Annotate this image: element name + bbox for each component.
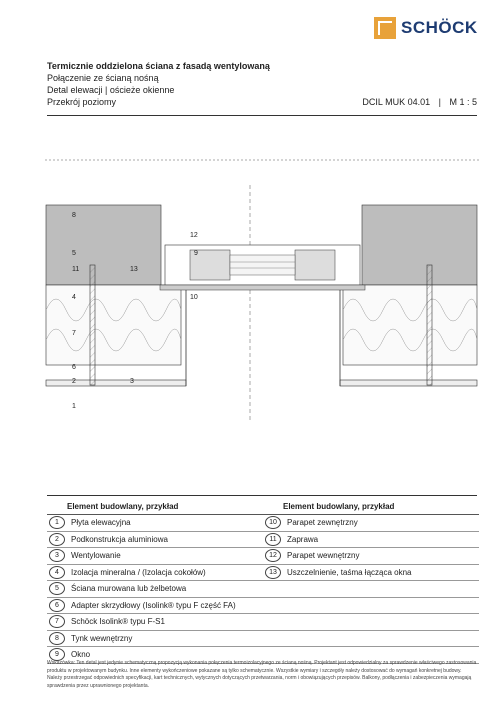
legend-row [263, 647, 479, 664]
legend-number: 6 [49, 598, 65, 612]
legend-label: Tynk wewnętrzny [71, 633, 133, 643]
insulation-right [342, 284, 478, 366]
legend-number: 8 [49, 631, 65, 645]
callout-5: 5 [72, 250, 76, 257]
legend-number: 2 [49, 532, 65, 546]
wall-right [361, 204, 478, 286]
subtitle-detail: Detal elewacji | ościeże okienne [47, 85, 175, 95]
callout-3: 3 [130, 378, 134, 385]
callout-12: 12 [190, 232, 198, 239]
page-title: Termicznie oddzielona ściana z fasadą we… [47, 61, 270, 71]
scale-text: M 1 : 5 [449, 97, 477, 107]
legend-number: 5 [49, 582, 65, 596]
subtitle-connection: Połączenie ze ścianą nośną [47, 73, 159, 83]
legend-row: 13 Uszczelnienie, taśma łącząca okna [263, 565, 479, 581]
legend-row: 4 Izolacja mineralna / (Izolacja cokołów) [47, 565, 263, 581]
legend-right-header: Element budowlany, przykład [263, 500, 479, 515]
callout-4: 4 [72, 294, 76, 301]
legend-label: Parapet zewnętrzny [287, 518, 358, 528]
callout-13: 13 [130, 266, 138, 273]
legend-number: 9 [49, 648, 65, 662]
legend-number: 13 [265, 565, 281, 579]
legend-right: Element budowlany, przykład 10 Parapet ze… [263, 500, 479, 664]
legend-number: 4 [49, 565, 65, 579]
legend-row: 7 Schöck Isolink® typu F-S1 [47, 614, 263, 631]
callout-8: 8 [72, 212, 76, 219]
logo-icon [374, 17, 396, 39]
legend-row: 6 Adapter skrzydłowy (Isolink® typu F czę… [47, 598, 263, 614]
legend-label: Parapet wewnętrzny [287, 551, 360, 561]
anchor-left [89, 264, 96, 386]
legend-row: 3 Wentylowanie [47, 548, 263, 565]
legend-label: Schöck Isolink® typu F-S1 [71, 617, 165, 627]
outer-sill [159, 284, 366, 291]
callout-1: 1 [72, 403, 76, 410]
code-separator: | [438, 97, 441, 107]
brand-logo: SCHÖCK [374, 17, 478, 39]
legend-label: Płyta elewacyjna [71, 518, 131, 528]
legend-label: Uszczelnienie, taśma łącząca okna [287, 567, 412, 577]
insulation-left [45, 284, 182, 366]
legend-label: Adapter skrzydłowy (Isolink® typu F częś… [71, 600, 236, 610]
legend-number: 10 [265, 516, 281, 530]
legend-number: 1 [49, 516, 65, 530]
legend-row: 10 Parapet zewnętrzny [263, 515, 479, 532]
legend-label: Podkonstrukcja aluminiowa [71, 534, 168, 544]
legend-label: Wentylowanie [71, 551, 121, 561]
legend-label: Izolacja mineralna / (Izolacja cokołów) [71, 567, 206, 577]
callout-10: 10 [190, 294, 198, 301]
drawing-code: DCIL MUK 04.01 | M 1 : 5 [356, 96, 477, 108]
legend-label: Ściana murowana lub żelbetowa [71, 584, 187, 594]
legend-label: Okno [71, 650, 91, 660]
legend-row: 12 Parapet wewnętrzny [263, 548, 479, 565]
subtitle-section: Przekrój poziomy [47, 97, 117, 107]
technical-drawing [45, 159, 480, 420]
legend-row [263, 581, 479, 598]
legend-row: 11 Zaprawa [263, 532, 479, 548]
document-header: Termicznie oddzielona ściana z fasadą we… [47, 60, 477, 108]
legend-number: 7 [49, 615, 65, 629]
header-divider [47, 115, 477, 116]
wall-left [45, 204, 162, 286]
callout-11: 11 [72, 266, 80, 273]
brand-name: SCHÖCK [401, 18, 478, 37]
legend-label: Zaprawa [287, 534, 319, 544]
callout-7: 7 [72, 330, 76, 337]
legend-number: 3 [49, 549, 65, 563]
callout-2: 2 [72, 378, 76, 385]
legend-row: 9 Okno [47, 647, 263, 664]
legend-row: 2 Podkonstrukcja aluminiowa [47, 532, 263, 548]
anchor-right [426, 264, 433, 386]
legend-left-header: Element budowlany, przykład [47, 500, 263, 515]
footnote: Wskazówka: Ten detal jest jedynie schema… [47, 660, 477, 689]
callout-6: 6 [72, 364, 76, 371]
legend-row [263, 598, 479, 614]
legend-divider [47, 495, 477, 496]
legend-row [263, 614, 479, 631]
legend-row [263, 631, 479, 647]
legend-left: Element budowlany, przykład 1 Płyta elewa… [47, 500, 263, 664]
legend-row: 8 Tynk wewnętrzny [47, 631, 263, 647]
callout-9: 9 [194, 250, 198, 257]
legend-number: 11 [265, 532, 281, 546]
legend-row: 1 Płyta elewacyjna [47, 515, 263, 532]
legend-row: 5 Ściana murowana lub żelbetowa [47, 581, 263, 598]
code-text: DCIL MUK 04.01 [362, 97, 431, 107]
legend-number: 12 [265, 549, 281, 563]
